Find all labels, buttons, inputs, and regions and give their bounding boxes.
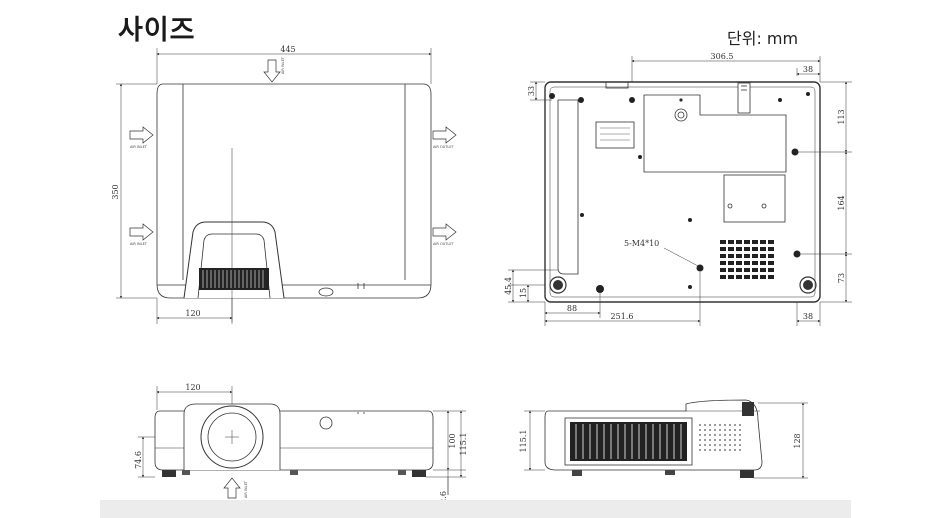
- bottom-left-a-label: 45.4: [504, 277, 513, 295]
- filter-cover: [723, 174, 786, 223]
- air-inlet-top-text: AIR INLET: [281, 56, 285, 74]
- top-view: [116, 48, 457, 324]
- front-foot-left: [162, 470, 176, 477]
- focus-dial: [318, 287, 334, 297]
- front-lens-height-label: 74.6: [134, 451, 143, 469]
- air-outlet-right-bottom-text: AIR OUTLET: [433, 242, 455, 246]
- side-height-right-label: 128: [793, 433, 802, 448]
- speaker-grille: [699, 424, 741, 451]
- side-view: [524, 399, 808, 479]
- screw-note-label: 5-M4*10: [624, 239, 659, 248]
- front-ir-sensor: [319, 416, 333, 430]
- foot-bottom-left: [549, 276, 567, 294]
- air-inlet-arrow-left-bottom: [129, 223, 154, 241]
- bottom-a-label: 88: [567, 304, 577, 313]
- air-outlet-arrow-right-bottom: [432, 223, 457, 241]
- front-height-a-label: 100: [448, 433, 457, 448]
- bottom-side-top-label: 113: [837, 109, 846, 124]
- front-foot-right: [412, 470, 426, 477]
- bottom-b-label: 251.6: [611, 312, 634, 321]
- front-lens: [200, 405, 264, 469]
- carry-handle: [737, 82, 751, 114]
- screw-m4: [696, 264, 704, 272]
- bottom-edge-right-bottom-label: 38: [803, 312, 813, 321]
- front-height-b-label: 115.1: [459, 433, 468, 456]
- rating-label: [595, 121, 635, 149]
- side-vent-panel: [564, 417, 693, 466]
- foot-top-left: [549, 93, 555, 99]
- air-inlet-left-bottom-text: AIR INLET: [130, 242, 148, 246]
- lens-grille: [199, 268, 269, 290]
- top-depth-label: 350: [111, 184, 120, 199]
- footer-band: [100, 500, 851, 518]
- bottom-edge-right-top-label: 38: [803, 65, 813, 74]
- air-inlet-arrow-top: [263, 59, 281, 83]
- bottom-side-bottom-label: 73: [837, 273, 846, 283]
- side-foot: [740, 470, 754, 478]
- top-lens-offset-label: 120: [185, 309, 200, 318]
- air-outlet-arrow-right-top: [432, 126, 457, 144]
- front-lens-offset-label: 120: [185, 383, 200, 392]
- air-inlet-arrow-bottom: [223, 477, 241, 499]
- unit-label: 단위: mm: [727, 29, 799, 48]
- page-title: 사이즈: [118, 15, 196, 46]
- air-inlet-arrow-left-top: [129, 126, 154, 144]
- bottom-side-mid-label: 164: [837, 195, 846, 210]
- bottom-span-label: 306.5: [711, 52, 734, 61]
- bottom-left-b-label: 15: [519, 288, 528, 298]
- air-inlet-bottom-text: AIR INLET: [244, 480, 248, 498]
- top-width-label: 445: [280, 45, 295, 54]
- air-outlet-right-top-text: AIR OUTLET: [433, 145, 455, 149]
- side-handle: [742, 402, 754, 416]
- lamp-cover: [643, 94, 787, 173]
- foot-bottom-right: [799, 276, 817, 294]
- air-inlet-left-top-text: AIR INLET: [130, 145, 148, 149]
- bottom-view: [508, 56, 852, 326]
- side-height-left-label: 115.1: [519, 430, 528, 453]
- front-view: [138, 386, 466, 499]
- bottom-left-top-label: 33: [527, 86, 536, 96]
- vent-grid: [720, 240, 774, 279]
